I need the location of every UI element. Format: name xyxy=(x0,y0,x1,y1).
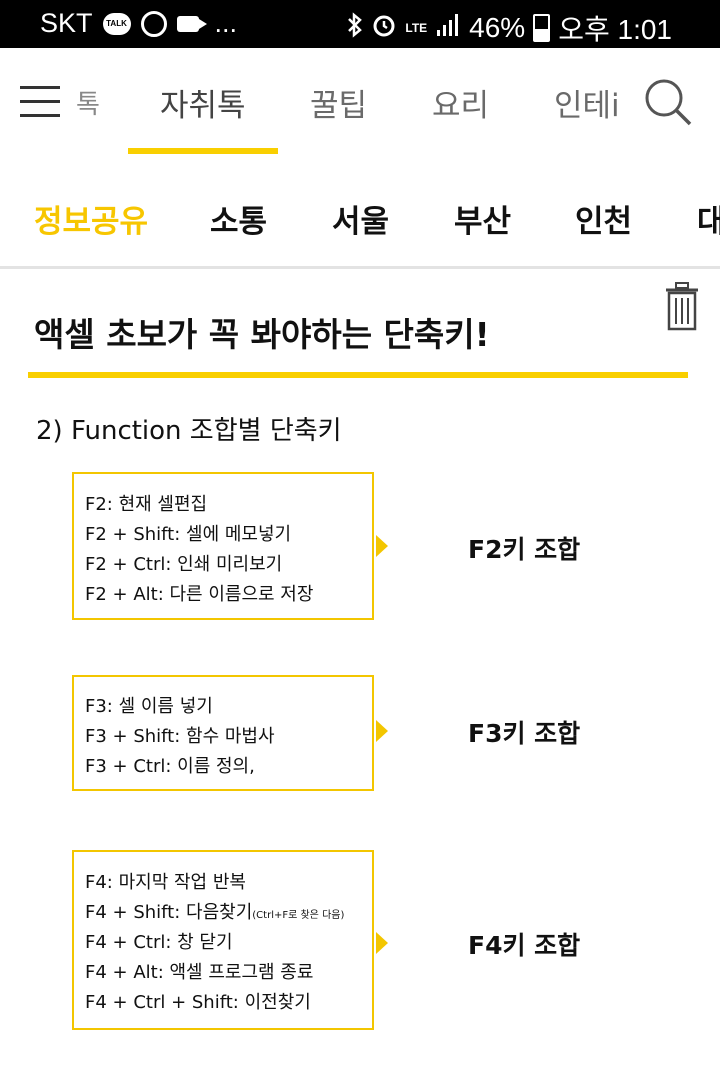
shortcut-box-f2: F2: 현재 셀편집 F2 + Shift: 셀에 메모넣기 F2 + Ctrl… xyxy=(72,472,374,620)
more-notifications: ... xyxy=(214,8,238,38)
shortcut-line: F2 + Shift: 셀에 메모넣기 xyxy=(85,524,292,545)
lte-indicator: LTE xyxy=(405,21,428,35)
tab-interior[interactable]: 인테i xyxy=(554,88,620,124)
category-chat[interactable]: 소통 xyxy=(210,204,268,240)
top-navigation: 톡 자취톡 꿀팁 요리 인테i xyxy=(0,48,720,156)
shortcut-line: F2 + Alt: 다른 이름으로 저장 xyxy=(85,584,314,605)
shortcut-line: F4 + Alt: 액셀 프로그램 종료 xyxy=(85,962,314,983)
shortcut-line: F4 + Ctrl + Shift: 이전찾기 xyxy=(85,992,311,1013)
bluetooth-icon xyxy=(347,11,363,45)
shortcut-text: F4 + Shift: 다음찾기 xyxy=(85,902,253,923)
shortcut-line: F2: 현재 셀편집 xyxy=(85,494,208,515)
group-label-f3: F3키 조합 xyxy=(468,719,581,748)
trash-icon[interactable] xyxy=(664,281,700,331)
group-label-f2: F2키 조합 xyxy=(468,535,581,564)
sync-icon xyxy=(140,10,167,37)
shortcut-line: F3: 셀 이름 넣기 xyxy=(85,696,213,717)
article-title: 액셀 초보가 꼭 봐야하는 단축키! xyxy=(34,315,490,354)
camera-icon xyxy=(176,15,207,32)
shortcut-line: F3 + Ctrl: 이름 정의, xyxy=(85,756,255,777)
category-info-share[interactable]: 정보공유 xyxy=(34,204,149,240)
shortcut-box-f3: F3: 셀 이름 넣기 F3 + Shift: 함수 마법사 F3 + Ctrl… xyxy=(72,675,374,791)
tab-yori[interactable]: 요리 xyxy=(432,88,490,124)
section-heading: 2) Function 조합별 단축키 xyxy=(36,416,342,446)
shortcut-box-f4: F4: 마지막 작업 반복 F4 + Shift: 다음찾기(Ctrl+F로 찾… xyxy=(72,850,374,1030)
shortcut-note: (Ctrl+F로 찾은 다음) xyxy=(252,910,345,921)
battery-icon xyxy=(533,14,551,42)
shortcut-line: F3 + Shift: 함수 마법사 xyxy=(85,726,275,747)
status-bar: SKT TALK ... LTE 46% 오후 1:01 xyxy=(0,0,720,48)
category-partial[interactable]: 대 xyxy=(697,204,720,240)
tab-jachwitok[interactable]: 자취톡 xyxy=(160,88,246,124)
category-busan[interactable]: 부산 xyxy=(454,204,512,240)
shortcut-line: F4 + Shift: 다음찾기(Ctrl+F로 찾은 다음) xyxy=(74,898,372,928)
clock: 오후 1:01 xyxy=(558,14,672,45)
tab-kkultip[interactable]: 꿀팁 xyxy=(310,88,368,124)
kakaotalk-icon: TALK xyxy=(102,12,131,35)
search-icon[interactable] xyxy=(644,78,692,126)
menu-icon[interactable] xyxy=(20,86,60,118)
pointer-arrow xyxy=(376,720,388,742)
nav-tab-partial[interactable]: 톡 xyxy=(76,90,100,120)
battery-percent: 46% xyxy=(469,12,526,43)
shortcut-line: F2 + Ctrl: 인쇄 미리보기 xyxy=(85,554,283,575)
active-tab-indicator xyxy=(128,148,278,154)
signal-icon xyxy=(435,12,461,45)
alarm-icon xyxy=(371,12,397,45)
title-underline xyxy=(28,372,688,378)
pointer-arrow xyxy=(376,932,388,954)
pointer-arrow xyxy=(376,535,388,557)
category-seoul[interactable]: 서울 xyxy=(332,204,390,240)
carrier-label: SKT xyxy=(40,8,93,38)
category-incheon[interactable]: 인천 xyxy=(575,204,633,240)
shortcut-line: F4 + Ctrl: 창 닫기 xyxy=(85,932,233,953)
group-label-f4: F4키 조합 xyxy=(468,931,581,960)
shortcut-line: F4: 마지막 작업 반복 xyxy=(85,872,246,893)
category-bar: 정보공유 소통 서울 부산 인천 대 xyxy=(0,156,720,269)
